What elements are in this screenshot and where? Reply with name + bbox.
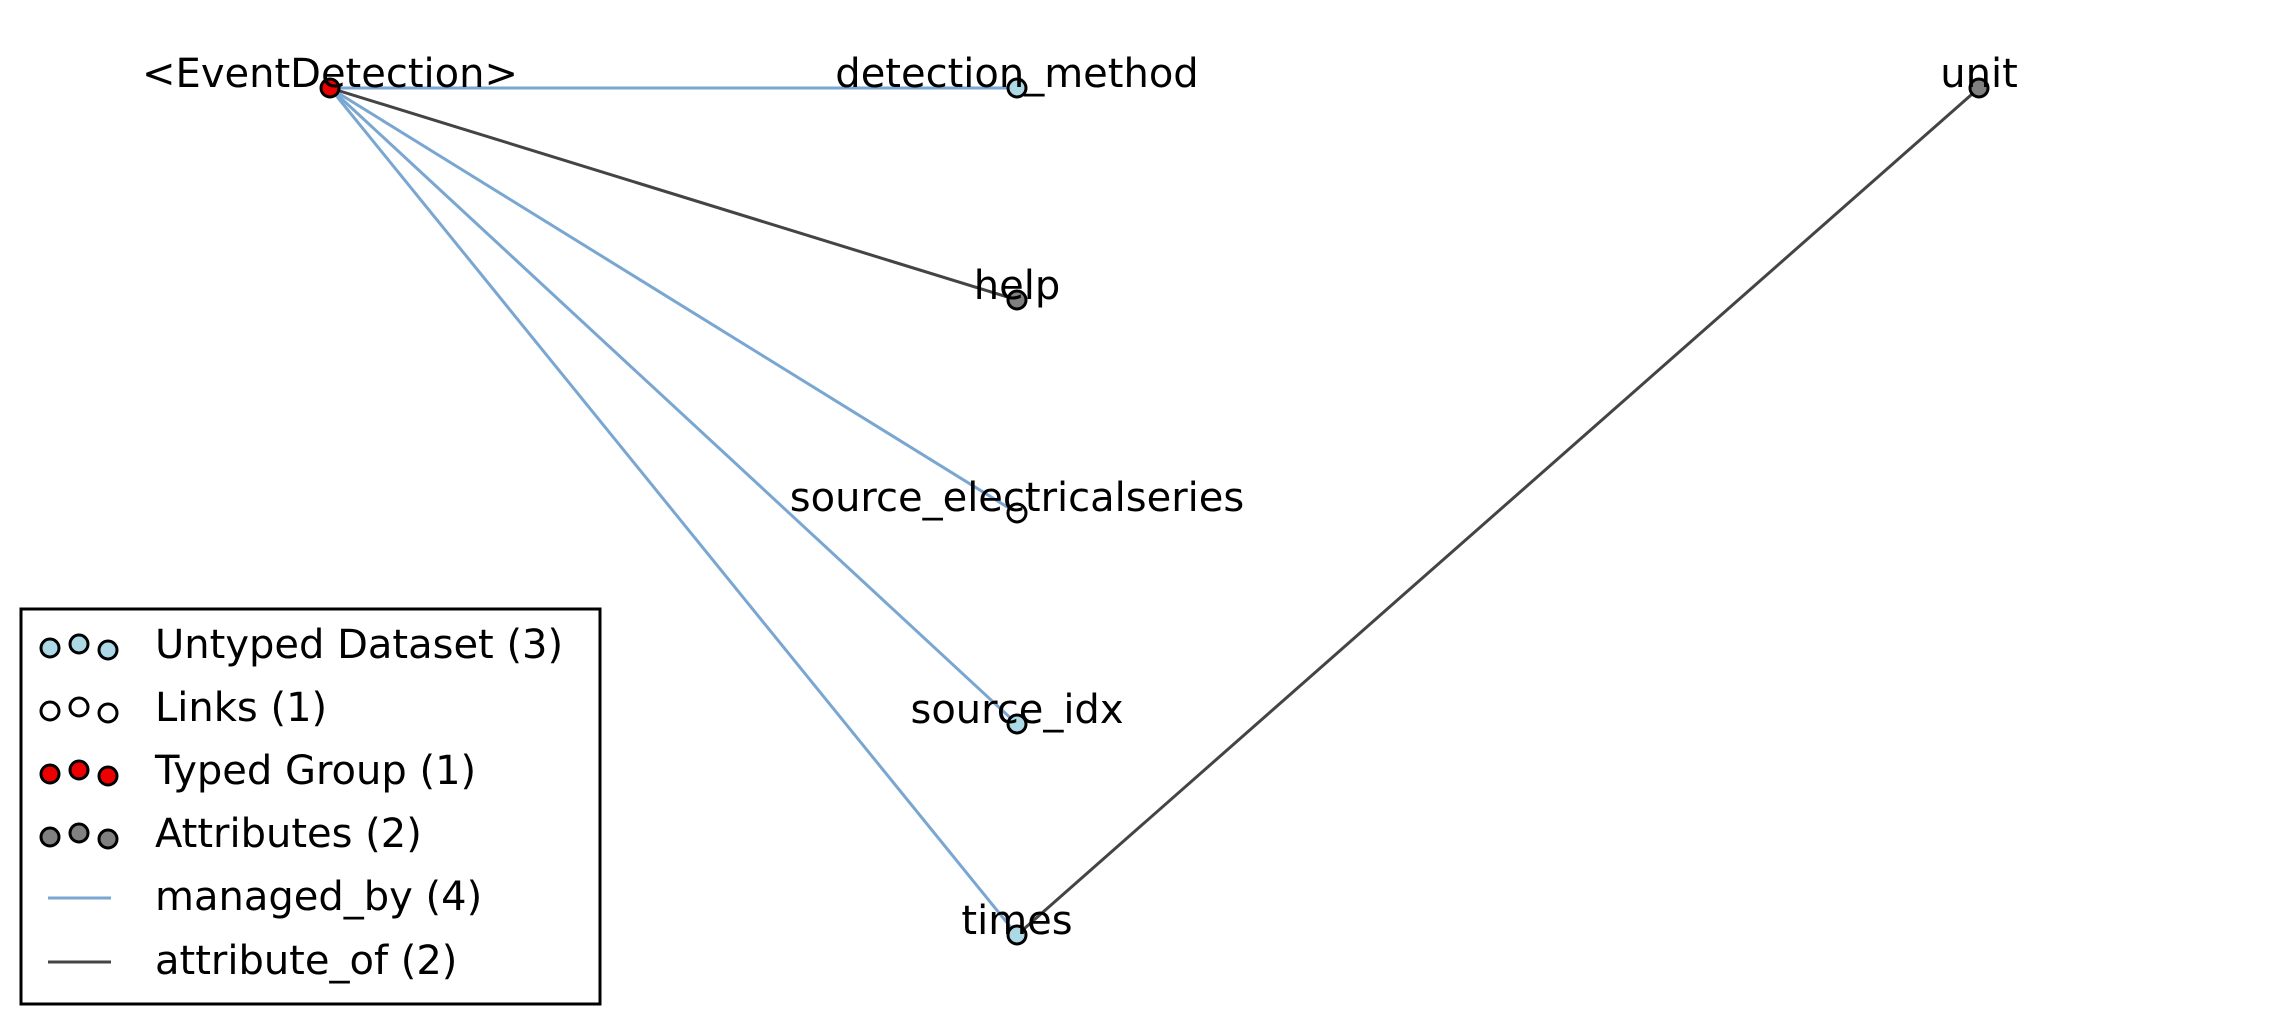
- legend-entry-attribute-of: attribute_of (2): [48, 938, 457, 984]
- legend-entry-attributes: Attributes (2): [39, 811, 422, 857]
- legend-marker-untyped-dataset: [97, 639, 119, 661]
- label-source-idx: source_idx: [910, 687, 1123, 733]
- legend-label-attribute-of: attribute_of (2): [155, 938, 457, 984]
- legend-marker-typed-group: [97, 765, 119, 787]
- label-times: times: [961, 898, 1072, 944]
- label-eventdetection: <EventDetection>: [142, 51, 518, 97]
- legend-label-untyped-dataset: Untyped Dataset (3): [155, 622, 563, 668]
- legend-marker-untyped-dataset: [39, 637, 61, 659]
- legend-label-managed-by: managed_by (4): [155, 874, 482, 920]
- edge-eventdetection-times: [328, 87, 1019, 936]
- legend-marker-attribute: [39, 826, 61, 848]
- node-eventdetection: [319, 77, 341, 99]
- legend-label-links: Links (1): [155, 685, 327, 731]
- legend-marker-untyped-dataset: [68, 633, 90, 655]
- legend-marker-typed-group: [68, 759, 90, 781]
- edge-eventdetection-source-idx: [328, 86, 1019, 726]
- legend-entry-untyped-dataset: Untyped Dataset (3): [39, 622, 563, 668]
- edges-layer: [328, 86, 1980, 937]
- node-help: [1006, 289, 1028, 311]
- edge-times-unit: [1016, 86, 1980, 937]
- legend-label-typed-group: Typed Group (1): [154, 748, 476, 794]
- node-times: [1006, 924, 1028, 946]
- legend-marker-link: [97, 702, 119, 724]
- legend-label-attributes: Attributes (2): [155, 811, 422, 857]
- label-unit: unit: [1940, 51, 2018, 97]
- node-detection-method: [1006, 77, 1028, 99]
- node-unit: [1968, 77, 1990, 99]
- edge-eventdetection-help: [329, 86, 1018, 302]
- node-source-electricalseries: [1006, 502, 1028, 524]
- legend-marker-typed-group: [39, 763, 61, 785]
- node-source-idx: [1006, 713, 1028, 735]
- legend-marker-link: [68, 696, 90, 718]
- legend-entry-managed-by: managed_by (4): [48, 874, 482, 920]
- nodes-layer: [319, 77, 1990, 946]
- label-help: help: [974, 263, 1060, 309]
- legend-entry-typed-group: Typed Group (1): [39, 748, 476, 794]
- label-detection-method: detection_method: [835, 51, 1198, 97]
- legend-marker-link: [39, 700, 61, 722]
- legend: Untyped Dataset (3) Links (1) Typed Grou…: [19, 607, 602, 1006]
- label-source-electricalseries: source_electricalseries: [790, 475, 1244, 521]
- legend-marker-attribute: [97, 828, 119, 850]
- legend-marker-attribute: [68, 822, 90, 844]
- labels-layer: <EventDetection> detection_method help s…: [142, 51, 2018, 944]
- edge-eventdetection-source-electricalseries: [329, 86, 1018, 515]
- legend-frame: [19, 607, 602, 1006]
- legend-entry-links: Links (1): [39, 685, 327, 731]
